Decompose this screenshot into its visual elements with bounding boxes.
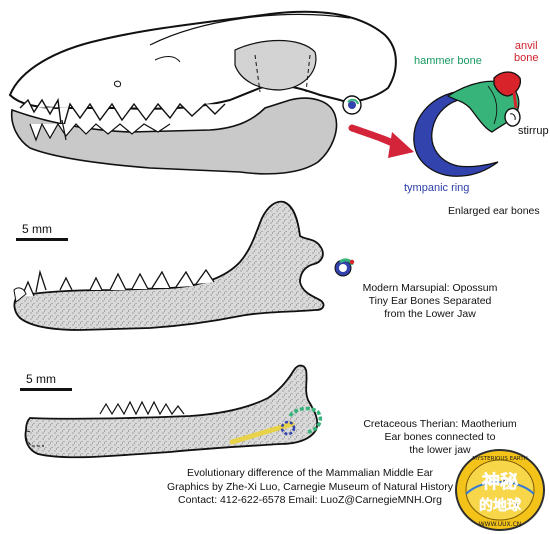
scale-bar-top bbox=[16, 238, 68, 241]
scale-bar-bottom bbox=[20, 388, 72, 391]
opossum-skull-illustration bbox=[8, 10, 397, 175]
label-anvil-line1: anvil bbox=[514, 40, 538, 52]
svg-text:WWW.UUX.CN: WWW.UUX.CN bbox=[479, 521, 522, 528]
svg-text:的地球: 的地球 bbox=[479, 497, 522, 514]
svg-text:神秘: 神秘 bbox=[482, 471, 518, 493]
caption-maotherium-line2: Ear bones connected to bbox=[384, 431, 496, 443]
caption-maotherium-line1: Cretaceous Therian: Maotherium bbox=[363, 418, 517, 430]
caption-opossum-line1: Modern Marsupial: Opossum bbox=[362, 282, 498, 294]
stirrup-bone bbox=[504, 107, 521, 127]
label-anvil-bone: anvil bone bbox=[514, 40, 538, 64]
footer-credits: Evolutionary difference of the Mammalian… bbox=[155, 467, 465, 508]
footer-line2: Graphics by Zhe-Xi Luo, Carnegie Museum … bbox=[167, 480, 453, 493]
caption-opossum-line2: Tiny Ear Bones Separated bbox=[368, 295, 492, 307]
enlarged-ear-bones bbox=[413, 71, 522, 177]
label-hammer-bone: hammer bone bbox=[414, 55, 482, 67]
scale-label-bottom: 5 mm bbox=[26, 372, 56, 386]
pointer-arrow bbox=[348, 124, 414, 158]
label-enlarged-ear-bones: Enlarged ear bones bbox=[448, 205, 540, 217]
opossum-lower-jaw bbox=[13, 200, 355, 331]
maotherium-lower-jaw bbox=[24, 364, 323, 459]
footer-line1: Evolutionary difference of the Mammalian… bbox=[186, 467, 434, 479]
mysterious-earth-logo: 神秘 的地球 WWW.UUX.CN MYSTERIOUS EARTH bbox=[455, 449, 545, 531]
caption-opossum-line3: from the Lower Jaw bbox=[384, 308, 476, 320]
caption-opossum: Modern Marsupial: Opossum Tiny Ear Bones… bbox=[330, 282, 530, 321]
svg-text:MYSTERIOUS EARTH: MYSTERIOUS EARTH bbox=[472, 456, 528, 462]
caption-maotherium-line3: the lower jaw bbox=[409, 444, 471, 456]
label-tympanic-ring: tympanic ring bbox=[404, 182, 470, 194]
footer-line3: Contact: 412-622-6578 Email: LuoZ@Carneg… bbox=[178, 494, 442, 506]
anvil-bone bbox=[493, 71, 522, 97]
tympanic-ring-bone bbox=[413, 91, 499, 177]
label-stirrup: stirrup bbox=[518, 125, 549, 137]
scale-label-top: 5 mm bbox=[22, 222, 52, 236]
caption-maotherium: Cretaceous Therian: Maotherium Ear bones… bbox=[340, 418, 540, 457]
label-anvil-line2: bone bbox=[514, 52, 539, 64]
